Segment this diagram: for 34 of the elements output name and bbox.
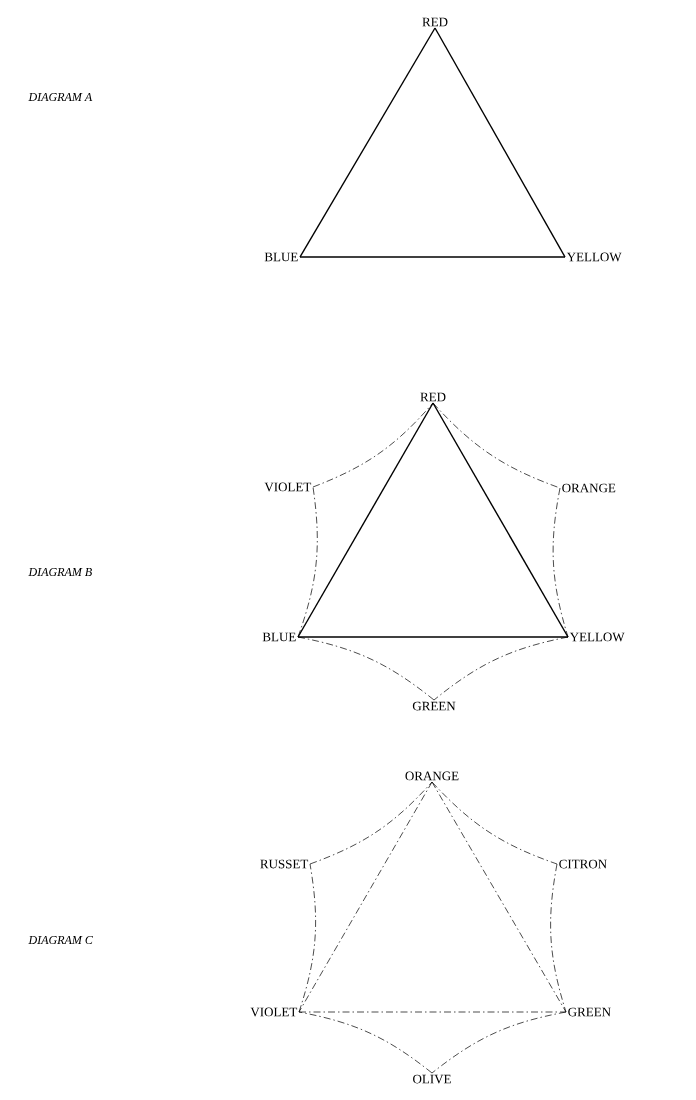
- connecting-line: [299, 27, 436, 258]
- connecting-line: [299, 256, 566, 258]
- color-name: CITRON: [559, 859, 607, 869]
- color-name: GREEN: [412, 701, 456, 711]
- diagram-label: DIAGRAM B: [28, 568, 92, 577]
- connecting-line: [312, 402, 434, 488]
- color-name: BLUE: [262, 632, 296, 642]
- connecting-line: [297, 486, 318, 638]
- diagram-label: DIAGRAM A: [28, 92, 93, 102]
- color-name: YELLOW: [566, 252, 622, 262]
- color-name: RUSSET: [260, 859, 309, 869]
- color-name: VIOLET: [250, 1007, 298, 1017]
- connecting-line: [298, 1011, 567, 1013]
- connecting-line: [552, 487, 569, 638]
- connecting-line: [297, 636, 435, 701]
- connecting-line: [298, 863, 316, 1013]
- color-name: ORANGE: [562, 483, 616, 493]
- connecting-line: [550, 863, 567, 1013]
- color-name: ORANGE: [405, 771, 459, 781]
- connecting-line: [431, 781, 558, 865]
- color-name: VIOLET: [264, 482, 312, 492]
- color-name: RED: [420, 392, 446, 402]
- connecting-line: [309, 781, 433, 865]
- color-name: GREEN: [568, 1007, 611, 1017]
- connecting-line: [298, 1011, 433, 1074]
- connecting-line: [433, 636, 569, 701]
- connecting-line: [434, 27, 566, 258]
- connecting-line: [431, 1011, 567, 1074]
- diagram-label: DIAGRAM C: [28, 936, 93, 945]
- color-name: RED: [422, 17, 448, 27]
- connecting-line: [297, 636, 569, 638]
- color-name: YELLOW: [569, 632, 625, 642]
- color-name: BLUE: [264, 252, 298, 262]
- color-name: OLIVE: [413, 1074, 451, 1084]
